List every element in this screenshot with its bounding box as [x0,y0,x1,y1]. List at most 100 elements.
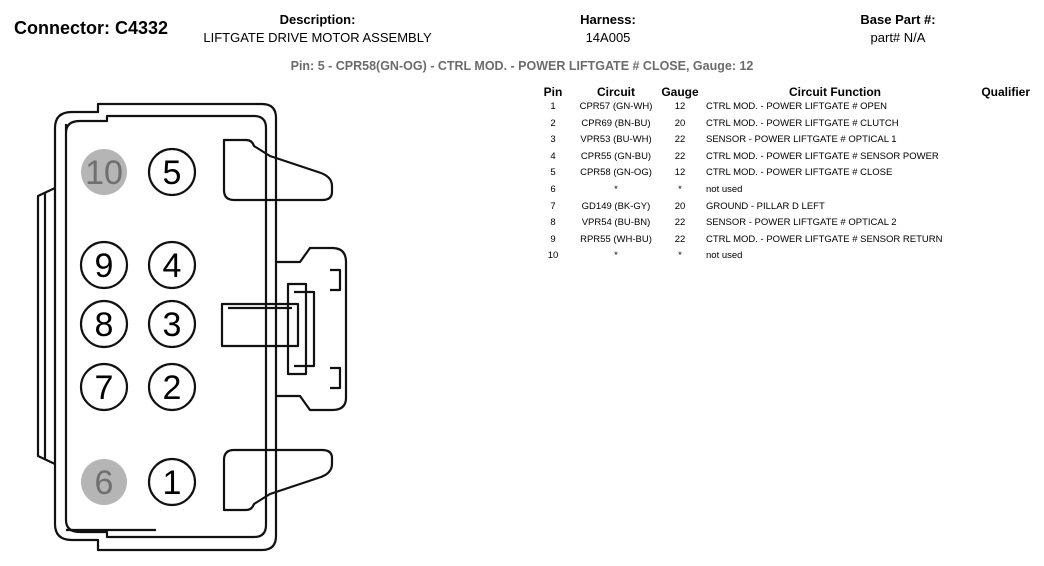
cell-gauge: 12 [674,167,686,179]
cavity-7: 7 [79,362,129,412]
cell-function: not used [706,183,743,195]
cell-circuit: CPR69 (BN-BU) [581,117,651,129]
pin-table: Pin Circuit Gauge Circuit Function Quali… [530,82,1030,265]
cavity-circle [79,299,129,349]
cell-gauge: 22 [674,150,686,162]
description-value: LIFTGATE DRIVE MOTOR ASSEMBLY [203,30,432,45]
cavity-label: 10 [85,154,123,192]
cavity-label: 9 [95,247,114,285]
cell-gauge: * [678,183,682,195]
cell-circuit: CPR58 (GN-OG) [580,167,652,179]
cell-pin: 4 [550,150,556,162]
cavity-label: 5 [163,154,182,192]
harness-value: 14A005 [585,30,631,45]
cell-gauge: 12 [674,101,686,112]
cell-function: GROUND - PILLAR D LEFT [706,200,825,212]
cell-qualifier [966,165,1030,182]
cell-qualifier [966,215,1030,232]
cell-qualifier [966,116,1030,133]
cell-function: CTRL MOD. - POWER LIFTGATE # CLOSE [706,167,893,179]
table-row: 3 VPR53 (BU-WH) 22 SENSOR - POWER LIFTGATE … [530,132,1030,149]
table-row: 10 * * not used [530,248,1030,265]
cell-gauge: 22 [674,134,686,146]
cavity-label: 2 [163,369,182,407]
cell-pin: 2 [550,117,556,129]
cell-qualifier [966,248,1030,265]
selected-pin-summary: Pin: 5 - CPR58(GN-OG) - CTRL MOD. - POWE… [290,59,754,73]
pin-table-header: Pin Circuit Gauge Circuit Function Quali… [530,82,1030,99]
cavity-circle [147,299,197,349]
table-row: 8 VPR54 (BU-BN) 22 SENSOR - POWER LIFTGATE … [530,215,1030,232]
cavity-circle [147,362,197,412]
cell-circuit: CPR57 (GN-WH) [579,101,653,112]
cavity-4: 4 [147,240,197,290]
cell-pin: 5 [550,167,556,179]
connector-title: Connector: C4332 [14,18,169,38]
cell-function: SENSOR - POWER LIFTGATE # OPTICAL 1 [706,134,897,146]
cavity-circle [79,362,129,412]
cavity-circle [79,240,129,290]
cell-function: CTRL MOD. - POWER LIFTGATE # CLUTCH [706,117,899,129]
cavity-2: 2 [147,362,197,412]
cell-pin: 6 [550,183,556,195]
cavity-1: 1 [147,457,197,507]
cavity-8: 8 [79,299,129,349]
cell-circuit: CPR55 (GN-BU) [580,150,652,162]
cavity-10: 10 [81,149,127,195]
cavity-5: 5 [147,147,197,197]
header-qualifier: Qualifier [981,85,1030,99]
cavity-label: 4 [163,247,182,285]
cell-qualifier [966,149,1030,166]
description-label: Description: [279,12,356,27]
cavity-circle [81,459,127,505]
cell-pin: 3 [550,134,556,146]
cell-gauge: 22 [674,217,686,229]
cell-function: SENSOR - POWER LIFTGATE # OPTICAL 2 [706,217,897,229]
cavity-9: 9 [79,240,129,290]
cell-qualifier [966,199,1030,216]
harness-block: Harness: 14A005 [540,11,676,47]
cell-gauge: 20 [674,117,686,129]
cell-function: not used [706,250,743,262]
cell-qualifier [966,182,1030,199]
cell-circuit: * [614,250,618,262]
cell-circuit: RPR55 (WH-BU) [580,233,652,245]
base-part-label: Base Part #: [860,12,936,27]
cavity-6: 6 [81,459,127,505]
cell-gauge: 20 [674,200,686,212]
table-row: 5 CPR58 (GN-OG) 12 CTRL MOD. - POWER LIFTGA… [530,165,1030,182]
table-row: 4 CPR55 (GN-BU) 22 CTRL MOD. - POWER LIFTGA… [530,149,1030,166]
cell-pin: 10 [547,250,559,262]
connector-housing [36,102,348,552]
table-row: 2 CPR69 (BN-BU) 20 CTRL MOD. - POWER LIFTGA… [530,116,1030,133]
cavity-circle [147,147,197,197]
cavity-circle [147,457,197,507]
cell-circuit: VPR53 (BU-WH) [580,134,652,146]
cell-circuit: VPR54 (BU-BN) [581,217,651,229]
cell-pin: 1 [550,101,556,112]
cell-function: CTRL MOD. - POWER LIFTGATE # SENSOR POWE… [706,150,939,162]
cavity-3: 3 [147,299,197,349]
table-row: 6 * * not used [530,182,1030,199]
cavity-label: 1 [163,464,182,502]
cell-qualifier [966,99,1030,116]
cell-gauge: * [678,250,682,262]
cell-gauge: 22 [674,233,686,245]
cavity-circle [147,240,197,290]
cavity-label: 6 [95,464,114,502]
cell-pin: 8 [550,217,556,229]
cavity-circle [81,149,127,195]
header-pin: Pin [543,85,563,99]
cell-circuit: * [614,183,618,195]
description-block: Description: LIFTGATE DRIVE MOTOR ASSEMB… [190,11,445,47]
harness-label: Harness: [580,12,636,27]
base-part-value: part# N/A [870,30,926,45]
cell-qualifier [966,132,1030,149]
header-gauge: Gauge [661,85,699,99]
